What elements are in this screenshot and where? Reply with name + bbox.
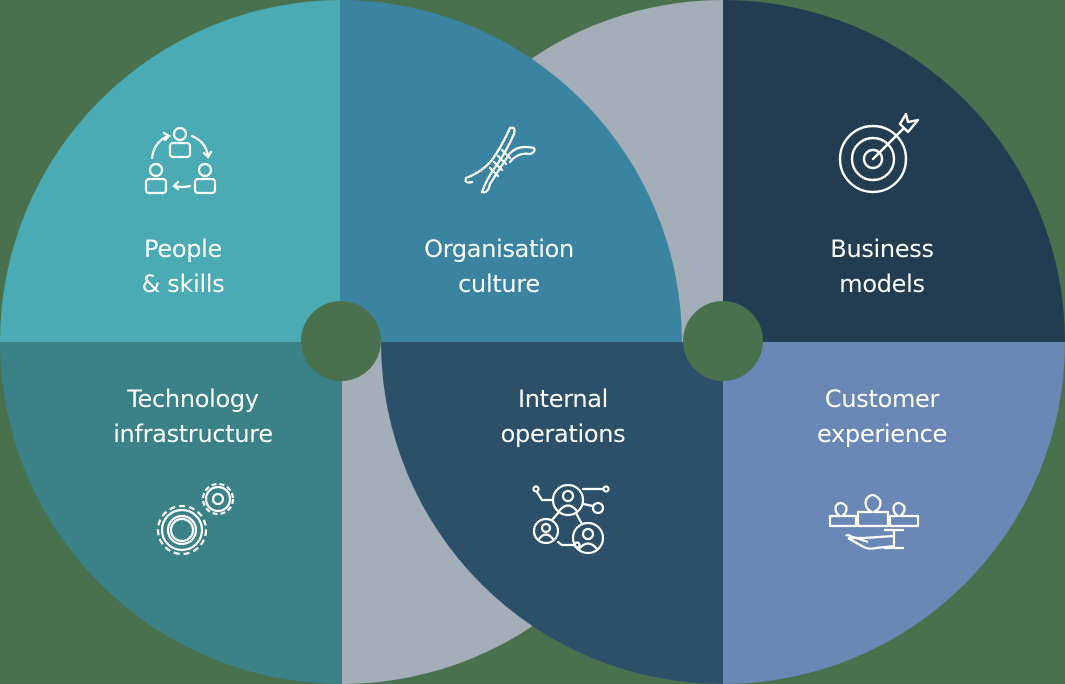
label-business-models: Business models [830, 235, 934, 298]
segment-people-skills [0, 0, 342, 342]
gears-icon [156, 482, 235, 556]
segment-business-models [723, 0, 1065, 342]
label-technology-infrastructure: Technology infrastructure [113, 385, 273, 448]
segment-internal-operations [381, 342, 723, 684]
people-rotation-icon [144, 126, 217, 195]
label-customer-experience: Customer experience [816, 385, 948, 448]
center-dot-left [301, 301, 381, 381]
hand-serving-people-icon [828, 493, 920, 550]
segment-organisation-culture [340, 0, 682, 342]
label-internal-operations: Internal operations [500, 385, 626, 448]
network-people-icon [532, 484, 610, 555]
label-organisation-culture: Organisation culture [424, 235, 574, 298]
center-dot-right [683, 301, 763, 381]
dna-icon [464, 126, 536, 194]
label-people-skills: People & skills [141, 235, 225, 298]
target-arrow-icon [838, 112, 920, 194]
